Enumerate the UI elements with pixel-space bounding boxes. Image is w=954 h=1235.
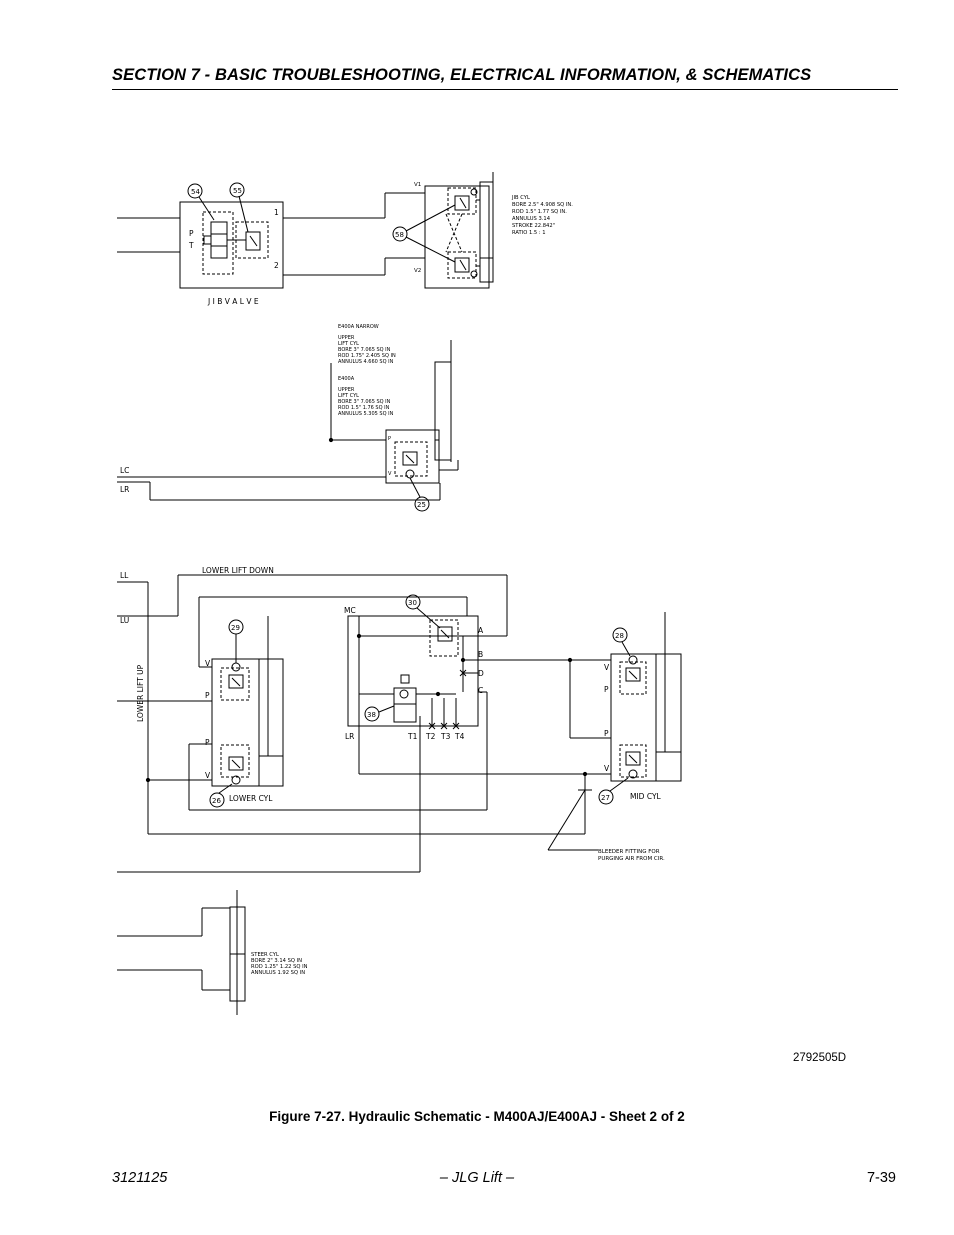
steer-cylinder-group — [117, 890, 246, 1015]
steer-spec-line: BORE 2" 3.14 SQ IN — [251, 958, 302, 964]
lower-lift-down-label: LOWER LIFT DOWN — [202, 566, 274, 575]
upper-spec-line: ROD 1.75" 2.405 SQ IN — [338, 353, 396, 359]
lower-cyl-label: LOWER CYL — [229, 794, 273, 803]
upper-spec-line: LIFT CYL — [338, 393, 359, 399]
lower-cyl-port-p: P — [205, 738, 210, 747]
jib-spec-line: JIB CYL — [511, 195, 530, 201]
upper-spec-line: UPPER — [338, 387, 355, 393]
line-lc: LC — [120, 466, 129, 475]
callout-55: 55 — [233, 187, 242, 195]
upper-port-v: V — [388, 471, 392, 477]
mid-cyl-port-v: V — [604, 764, 610, 773]
footer-doc-number: 3121125 — [112, 1170, 168, 1186]
upper-spec-line: BORE 3" 7.065 SQ IN — [338, 347, 391, 353]
lower-cyl-port-p: P — [205, 691, 210, 700]
jib-spec-line: ROD 1.5" 1.77 SQ IN. — [512, 209, 567, 215]
jib-v2: V2 — [414, 268, 421, 274]
port-a: A — [478, 626, 484, 635]
bleeder-note: BLEEDER FITTING FOR — [598, 849, 660, 855]
upper-spec-line: ANNULUS 4.660 SQ IN — [338, 359, 394, 365]
drawing-number: 2792505D — [793, 1052, 847, 1064]
jib-spec-line: BORE 2.5" 4.908 SQ IN. — [512, 202, 573, 208]
jib-port-t: T — [188, 241, 194, 250]
upper-spec-line: E400A — [338, 376, 355, 382]
upper-spec-line: ANNULUS 5.305 SQ IN — [338, 411, 394, 417]
upper-lift-specs: E400A NARROW UPPER LIFT CYL BORE 3" 7.06… — [338, 324, 396, 417]
callout-54: 54 — [191, 188, 200, 196]
t3-label: T3 — [440, 732, 451, 741]
jib-port-1: 1 — [274, 208, 279, 217]
jib-cyl-specs: JIB CYL BORE 2.5" 4.908 SQ IN. ROD 1.5" … — [511, 195, 573, 236]
callout-28: 28 — [615, 632, 624, 640]
upper-spec-line: E400A NARROW — [338, 324, 379, 330]
mc-label: MC — [344, 606, 356, 615]
mc-lr-label: LR — [345, 732, 354, 741]
callout-58: 58 — [395, 231, 404, 239]
jib-spec-line: ANNULUS 3.14 — [512, 216, 551, 222]
steer-spec-line: ANNULUS 1.92 SQ IN — [251, 970, 305, 976]
callout-26: 26 — [212, 797, 221, 805]
jib-port-p: P — [189, 229, 194, 238]
lower-lift-up-label: LOWER LIFT UP — [136, 664, 145, 722]
upper-port-p: P — [388, 436, 391, 442]
jib-v1: V1 — [414, 182, 421, 188]
line-lr: LR — [120, 485, 129, 494]
port-c: C — [478, 686, 483, 695]
lower-cyl-port-v: V — [205, 659, 211, 668]
t4-label: T4 — [454, 732, 465, 741]
port-d: D — [478, 669, 484, 678]
callout-25: 25 — [417, 501, 426, 509]
footer-brand: – JLG Lift – — [439, 1170, 515, 1186]
callout-38: 38 — [367, 711, 376, 719]
figure-caption: Figure 7-27. Hydraulic Schematic - M400A… — [269, 1109, 685, 1124]
upper-lift-group — [117, 340, 459, 512]
jib-spec-line: STROKE 22.842" — [512, 223, 555, 229]
line-ll: LL — [120, 571, 129, 580]
callout-29: 29 — [231, 624, 240, 632]
footer-page-number: 7-39 — [866, 1170, 896, 1186]
jib-spec-line: RATIO 1.5 : 1 — [512, 230, 546, 236]
steer-cyl-specs: STEER CYL BORE 2" 3.14 SQ IN ROD 1.25" 1… — [251, 952, 308, 976]
schematic-labels: 54 55 P T 1 2 J I B V A L V E V1 V2 58 J… — [120, 182, 665, 976]
bleeder-note: PURGING AIR FROM CIR. — [598, 856, 665, 862]
steer-spec-line: ROD 1.25" 1.22 SQ IN — [251, 964, 308, 970]
upper-spec-line: ROD 1.5" 1.76 SQ IN — [338, 405, 390, 411]
section-title: SECTION 7 - BASIC TROUBLESHOOTING, ELECT… — [112, 66, 812, 84]
jib-cylinder-group — [392, 172, 494, 289]
upper-spec-line: UPPER — [338, 335, 355, 341]
jib-port-2: 2 — [274, 261, 279, 270]
header-rule — [112, 89, 898, 90]
jib-valve-group — [117, 182, 425, 289]
callout-27: 27 — [601, 794, 610, 802]
lower-lift-group — [117, 574, 682, 873]
mid-cyl-port-p: P — [604, 729, 609, 738]
upper-spec-line: LIFT CYL — [338, 341, 359, 347]
jib-valve-label: J I B V A L V E — [207, 297, 259, 306]
t2-label: T2 — [425, 732, 436, 741]
upper-spec-line: BORE 3" 7.065 SQ IN — [338, 399, 391, 405]
mid-cyl-port-v: V — [604, 663, 610, 672]
port-b: B — [478, 650, 483, 659]
lower-cyl-port-v: V — [205, 771, 211, 780]
steer-spec-line: STEER CYL — [251, 952, 279, 958]
mid-cyl-port-p: P — [604, 685, 609, 694]
line-lu: LU — [120, 616, 129, 625]
callout-30: 30 — [408, 599, 417, 607]
mid-cyl-label: MID CYL — [630, 792, 662, 801]
t1-label: T1 — [407, 732, 418, 741]
